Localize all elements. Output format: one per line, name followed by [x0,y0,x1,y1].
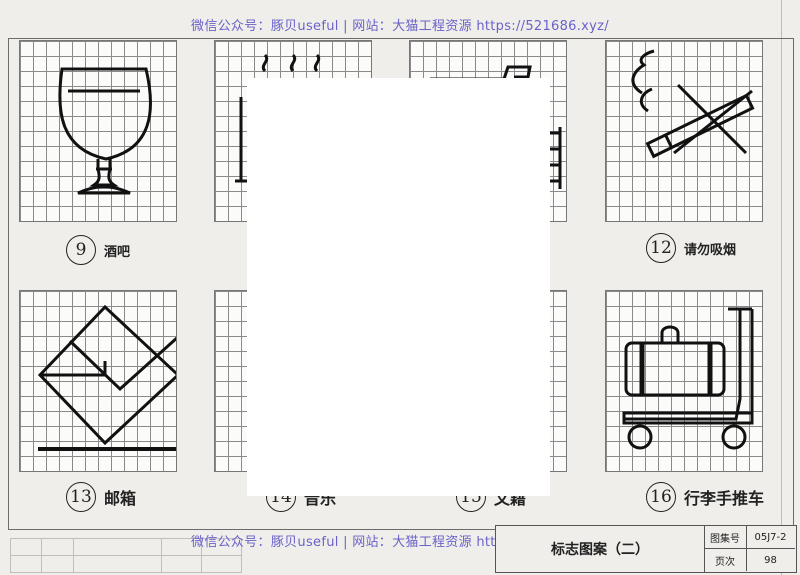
sheet-edge-line [781,0,782,575]
caption-16: 16 行李手推车 [646,482,764,512]
revision-table [10,538,242,573]
title-block: 标志图案（二） 图集号 05J7-2 页次 98 [495,525,797,573]
blank-occluder [247,78,550,496]
watermark-top: 微信公众号：豚贝useful | 网站：大猫工程资源 https://52168… [191,19,609,34]
page-number: 98 [764,554,777,566]
item-label: 行李手推车 [684,489,765,508]
luggage-trolley-icon [622,307,754,450]
item-label: 酒吧 [104,244,131,260]
caption-12: 12 请勿吸烟 [646,233,736,263]
item-number: 12 [646,233,676,263]
no-smoking-icon [631,49,755,159]
page-label: 页次 [704,549,747,571]
grid-no-smoking [605,40,763,222]
drawing-title: 标志图案（二） [496,526,705,572]
item-number: 16 [646,482,676,512]
coffee-cup-icon [235,53,321,183]
mailbox-envelope-icon [37,304,176,451]
atlas-label: 图集号 [704,526,747,549]
caption-9: 9 酒吧 [66,235,130,265]
item-number: 9 [66,235,96,265]
grid-luggage-trolley [605,290,763,472]
item-number: 13 [66,482,96,512]
atlas-number: 05J7-2 [746,526,795,549]
grid-wine-glass [19,40,177,222]
grid-mailbox [19,290,177,472]
sheet-frame [8,38,794,530]
wine-glass-icon [58,67,152,195]
caption-13: 13 邮箱 [66,482,136,512]
item-label: 邮箱 [104,489,137,508]
item-label: 请勿吸烟 [684,242,737,258]
